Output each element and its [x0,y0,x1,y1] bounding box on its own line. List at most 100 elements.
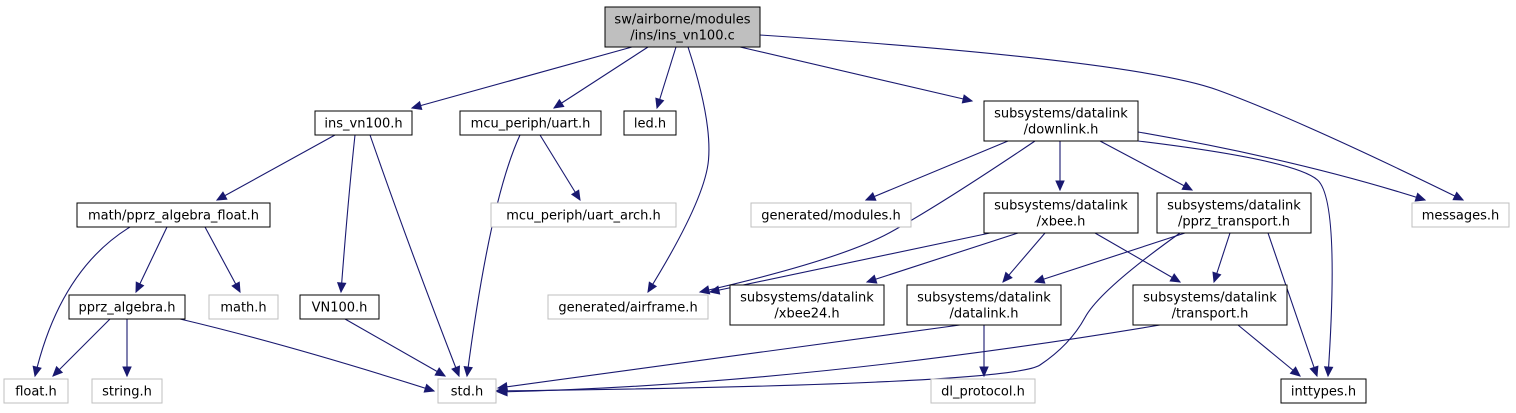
node-label-line: subsystems/datalink [994,199,1128,214]
node-label-line: math/pprz_algebra_float.h [88,209,259,224]
node-label-line: subsystems/datalink [1167,199,1301,214]
edge-arrowhead [1414,192,1427,202]
edge-arrowhead [1212,271,1222,284]
node-box [3,378,69,404]
node-pprz-alg-float[interactable]: math/pprz_algebra_float.h [76,202,271,228]
edge-line [539,134,581,201]
edge-arrowhead [231,281,241,294]
edge-downlink-to-gen_modules [864,140,1009,201]
edge-pprz_algebra-to-float_h [52,318,111,377]
edge-line [1034,232,1186,283]
node-inttypes[interactable]: inttypes.h [1280,378,1367,404]
node-label-line: /datalink.h [949,307,1018,322]
edge-line [1137,140,1333,377]
node-label-line: sw/airborne/modules [614,13,750,28]
node-box [299,294,380,320]
edge-arrowhead [655,97,665,110]
edge-xbee-to-transport [1094,232,1182,283]
node-label-line: mcu_periph/uart.h [471,117,591,132]
node-string-h: string.h [91,378,163,404]
node-float-h: float.h [3,378,69,404]
node-label-line: /xbee.h [1037,215,1086,230]
edge-line [52,318,111,377]
edge-line [739,46,973,102]
edge-line [759,34,1464,201]
node-ins-vn100-h[interactable]: ins_vn100.h [314,110,413,136]
edge-arrowhead [698,285,711,295]
edge-mcu_uart-to-std_h [463,134,521,378]
node-root[interactable]: sw/airborne/modules/ins/ins_vn100.c [604,6,761,48]
edge-arrowhead [1181,181,1194,191]
node-pprz-algebra[interactable]: pprz_algebra.h [68,294,186,320]
node-datalink[interactable]: subsystems/datalink/datalink.h [906,284,1062,326]
node-pprz-transport[interactable]: subsystems/datalink/pprz_transport.h [1156,192,1312,234]
edge-line [1094,232,1181,283]
edge-xbee-to-datalink [1002,232,1046,283]
node-box [983,100,1139,142]
node-label-line: subsystems/datalink [1143,291,1277,306]
node-box [314,110,413,136]
node-transport[interactable]: subsystems/datalink/transport.h [1132,284,1288,326]
node-std-h: std.h [437,378,497,404]
edge-line [179,318,435,392]
node-dl-protocol: dl_protocol.h [930,378,1036,404]
edge-arrowhead [979,366,989,378]
edge-line [866,232,1019,283]
edge-arrowhead [423,383,436,393]
node-label-line: subsystems/datalink [740,291,874,306]
node-box [490,202,677,228]
node-box [437,378,497,404]
nodes-layer: sw/airborne/modules/ins/ins_vn100.c ins_v… [3,6,1510,404]
node-box [729,284,885,326]
node-box [547,294,709,320]
node-box [1156,192,1312,234]
edge-xbee-to-xbee24 [865,232,1019,284]
edge-pprz_transport-to-inttypes [1267,232,1319,378]
edge-arrowhead [410,100,423,111]
edge-arrowhead [865,274,878,284]
edge-arrowhead [864,191,877,201]
node-label-line: inttypes.h [1291,385,1356,400]
edge-line [1137,131,1426,201]
edge-arrowhead [1055,180,1065,192]
node-label-line: subsystems/datalink [994,107,1128,122]
node-label-line: /downlink.h [1024,123,1099,138]
node-vn100[interactable]: VN100.h [299,294,380,320]
edge-line [1237,324,1301,377]
edge-root-to-ins_vn100_h [410,46,633,111]
node-box [68,294,186,320]
node-label-line: messages.h [1422,209,1500,224]
node-box [459,110,602,136]
edge-arrowhead [336,282,347,294]
node-label-line: pprz_algebra.h [79,301,176,316]
edge-arrowhead [1309,365,1319,378]
edge-arrowhead [552,98,565,109]
node-mcu-uart[interactable]: mcu_periph/uart.h [459,110,602,136]
node-label-line: subsystems/datalink [917,291,1051,306]
edge-arrowhead [215,191,228,201]
node-box [208,294,279,320]
node-label-line: ins_vn100.h [324,117,402,132]
edge-line [1099,140,1193,191]
edge-line [411,46,633,109]
edge-downlink-to-gen_airframe [698,140,1036,295]
node-xbee[interactable]: subsystems/datalink/xbee.h [983,192,1139,234]
edge-arrowhead [122,366,132,378]
node-box [930,378,1036,404]
edge-line [344,318,446,377]
edge-transport-to-inttypes [1237,324,1301,377]
edge-line [553,46,649,109]
node-box [76,202,271,228]
node-downlink[interactable]: subsystems/datalink/downlink.h [983,100,1139,142]
node-led-h[interactable]: led.h [623,110,677,136]
edge-line [34,226,131,377]
edge-pprz_algebra-to-std_h [179,318,436,393]
edges-layer [32,34,1465,397]
node-xbee24[interactable]: subsystems/datalink/xbee24.h [729,284,885,326]
edge-line [135,226,168,293]
node-label-line: led.h [634,117,666,132]
edge-arrowhead [434,367,447,377]
node-label-line: generated/modules.h [761,209,900,224]
node-box [906,284,1062,326]
node-box [983,192,1139,234]
